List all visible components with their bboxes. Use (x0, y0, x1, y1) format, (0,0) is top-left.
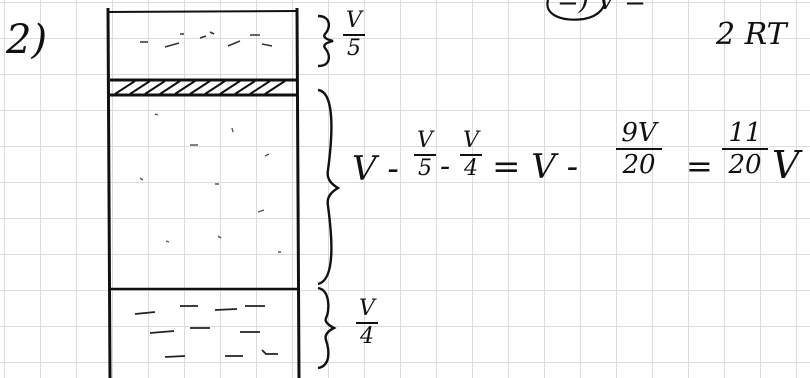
fraction-numerator: V (417, 128, 433, 153)
fraction-denominator: 4 (360, 324, 374, 349)
container-left-wall (106, 7, 112, 378)
fraction-denominator: 5 (347, 36, 361, 61)
bottom-region-volume-fraction: V 4 (356, 298, 378, 348)
fraction-bar (722, 148, 768, 150)
fraction-numerator: V (359, 296, 375, 321)
bottom-region-dashes (134, 305, 278, 358)
equation-term-v-over-5: V 5 (414, 130, 436, 180)
fraction-bar (356, 322, 378, 324)
fraction-bar (460, 154, 482, 156)
top-region-volume-fraction: V 5 (343, 10, 365, 60)
equation-result-11-over-20: 11 20 (722, 120, 768, 178)
top-denominator: 2 RT (716, 17, 787, 52)
equation-term-9v-over-20: 9V 20 (616, 120, 662, 178)
top-partial-expression: =) V = (557, 0, 647, 16)
equation-second-equals: = (686, 147, 713, 185)
middle-region-specks (139, 113, 281, 253)
problem-number: 2) (6, 17, 48, 63)
container-top-edge (107, 10, 299, 13)
equation-result-v: V (772, 143, 800, 187)
fraction-bar (414, 154, 436, 156)
fraction-denominator: 4 (464, 156, 478, 181)
fraction-denominator: 20 (728, 150, 762, 180)
circled-implies-fragment (546, 0, 606, 21)
fraction-numerator: 11 (728, 118, 762, 148)
top-region-dashes (140, 31, 273, 48)
equation-equals-v-minus: = V - (492, 147, 579, 187)
fraction-bar (343, 34, 365, 36)
equation-term-v-over-4: V 4 (460, 130, 482, 180)
fraction-numerator: 9V (621, 118, 657, 148)
fraction-bar (616, 148, 662, 150)
container-right-wall (295, 7, 301, 378)
fraction-denominator: 5 (418, 156, 432, 181)
fraction-denominator: 20 (622, 150, 656, 180)
fraction-numerator: V (463, 128, 479, 153)
fraction-numerator: V (346, 8, 362, 33)
bottom-region-brace (317, 286, 337, 370)
equation-lead: V - (352, 149, 399, 189)
equation-minus-sign: - (440, 149, 451, 184)
middle-region-brace (317, 88, 341, 286)
top-region-brace (317, 14, 334, 68)
hatched-piston-band (110, 78, 297, 97)
